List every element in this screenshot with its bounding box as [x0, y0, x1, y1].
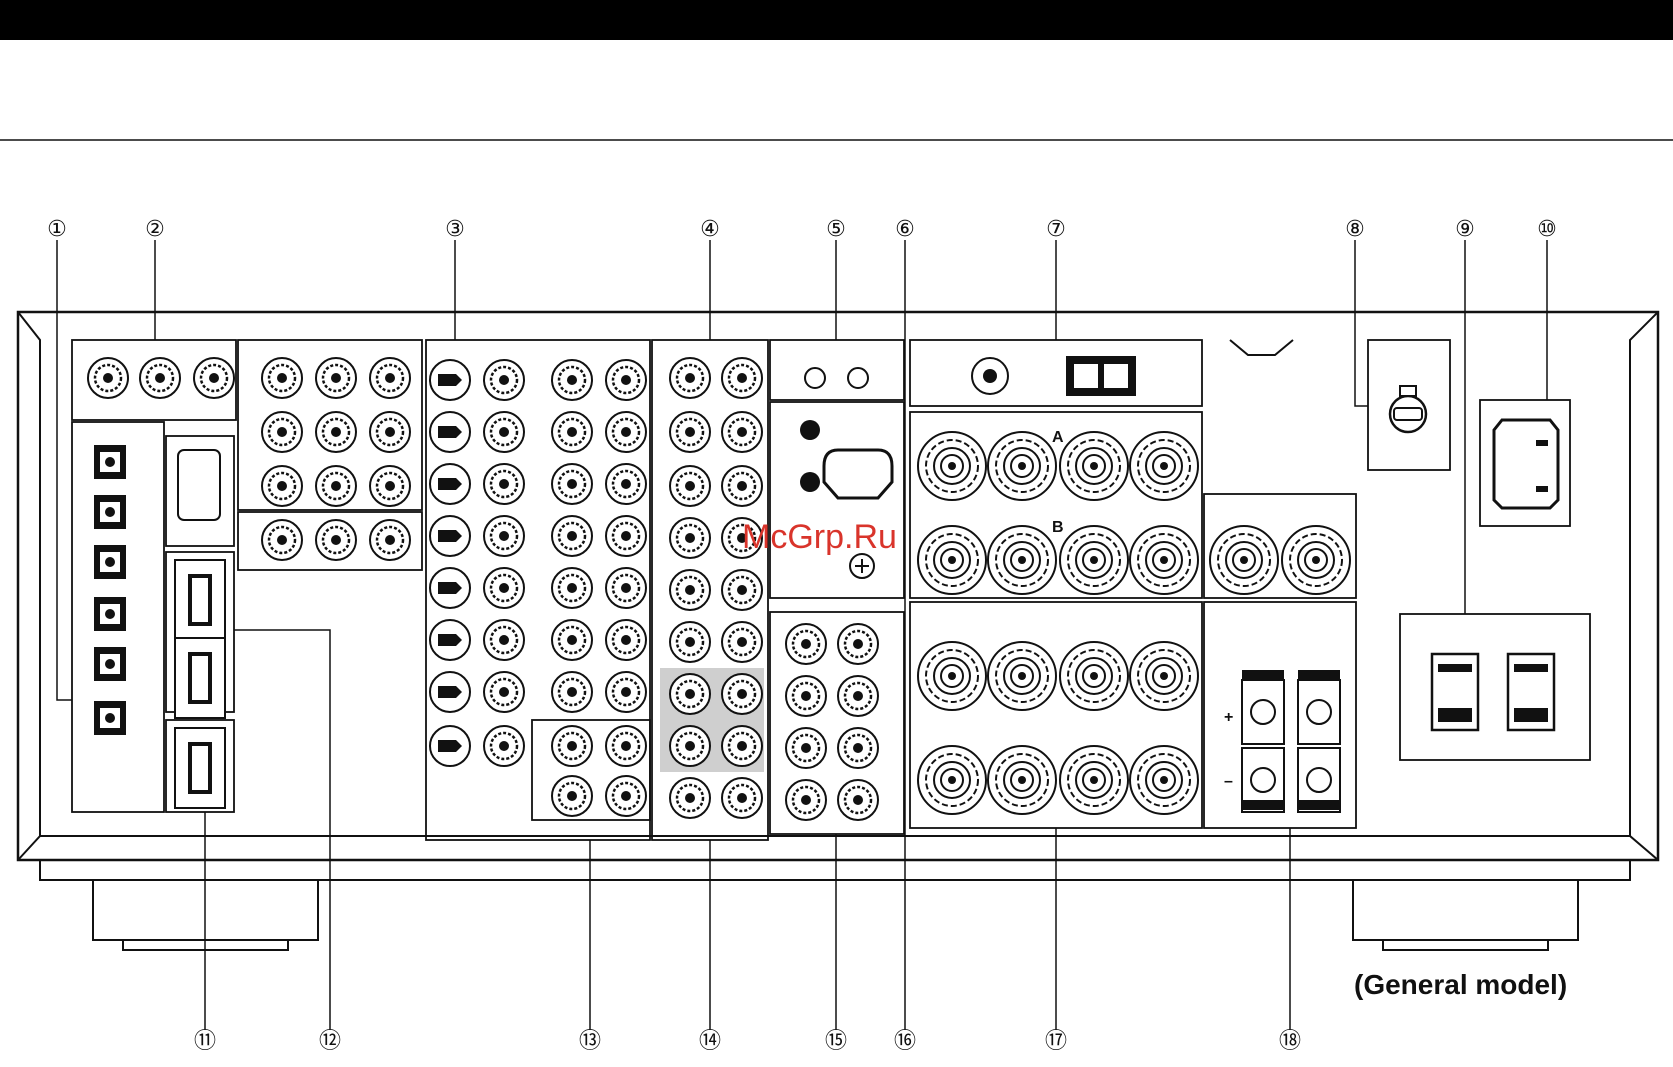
callout-13: ⑬: [579, 1029, 601, 1054]
watermark: McGrp.Ru: [742, 518, 897, 556]
callout-15: ⑮: [825, 1029, 847, 1054]
presence-zone2-terminals: + –: [1224, 670, 1340, 812]
callout-10: ⑩: [1537, 217, 1557, 242]
callout-4: ④: [700, 217, 720, 242]
callout-12: ⑫: [319, 1029, 341, 1054]
header-bar: [0, 0, 1673, 40]
callout-6: ⑥: [895, 217, 915, 242]
callout-11: ⑪: [194, 1029, 216, 1054]
callout-5: ⑤: [826, 217, 846, 242]
model-note: (General model): [1354, 969, 1567, 1000]
speaker-b-label: B: [1052, 519, 1064, 536]
callout-16: ⑯: [894, 1029, 916, 1054]
callout-18: ⑱: [1279, 1029, 1301, 1054]
callout-17: ⑰: [1045, 1029, 1067, 1054]
callout-2: ②: [145, 217, 165, 242]
callout-9: ⑨: [1455, 217, 1475, 242]
speaker-a-label: A: [1052, 429, 1064, 446]
callout-3: ③: [445, 217, 465, 242]
presence-plus: +: [1224, 709, 1233, 726]
foot-right: [1353, 880, 1578, 940]
ac-inlet: [1494, 420, 1558, 508]
presence-minus: –: [1224, 773, 1233, 790]
callout-8: ⑧: [1345, 217, 1365, 242]
callout-7: ⑦: [1046, 217, 1066, 242]
callout-14: ⑭: [699, 1029, 721, 1054]
callout-1: ①: [47, 217, 67, 242]
